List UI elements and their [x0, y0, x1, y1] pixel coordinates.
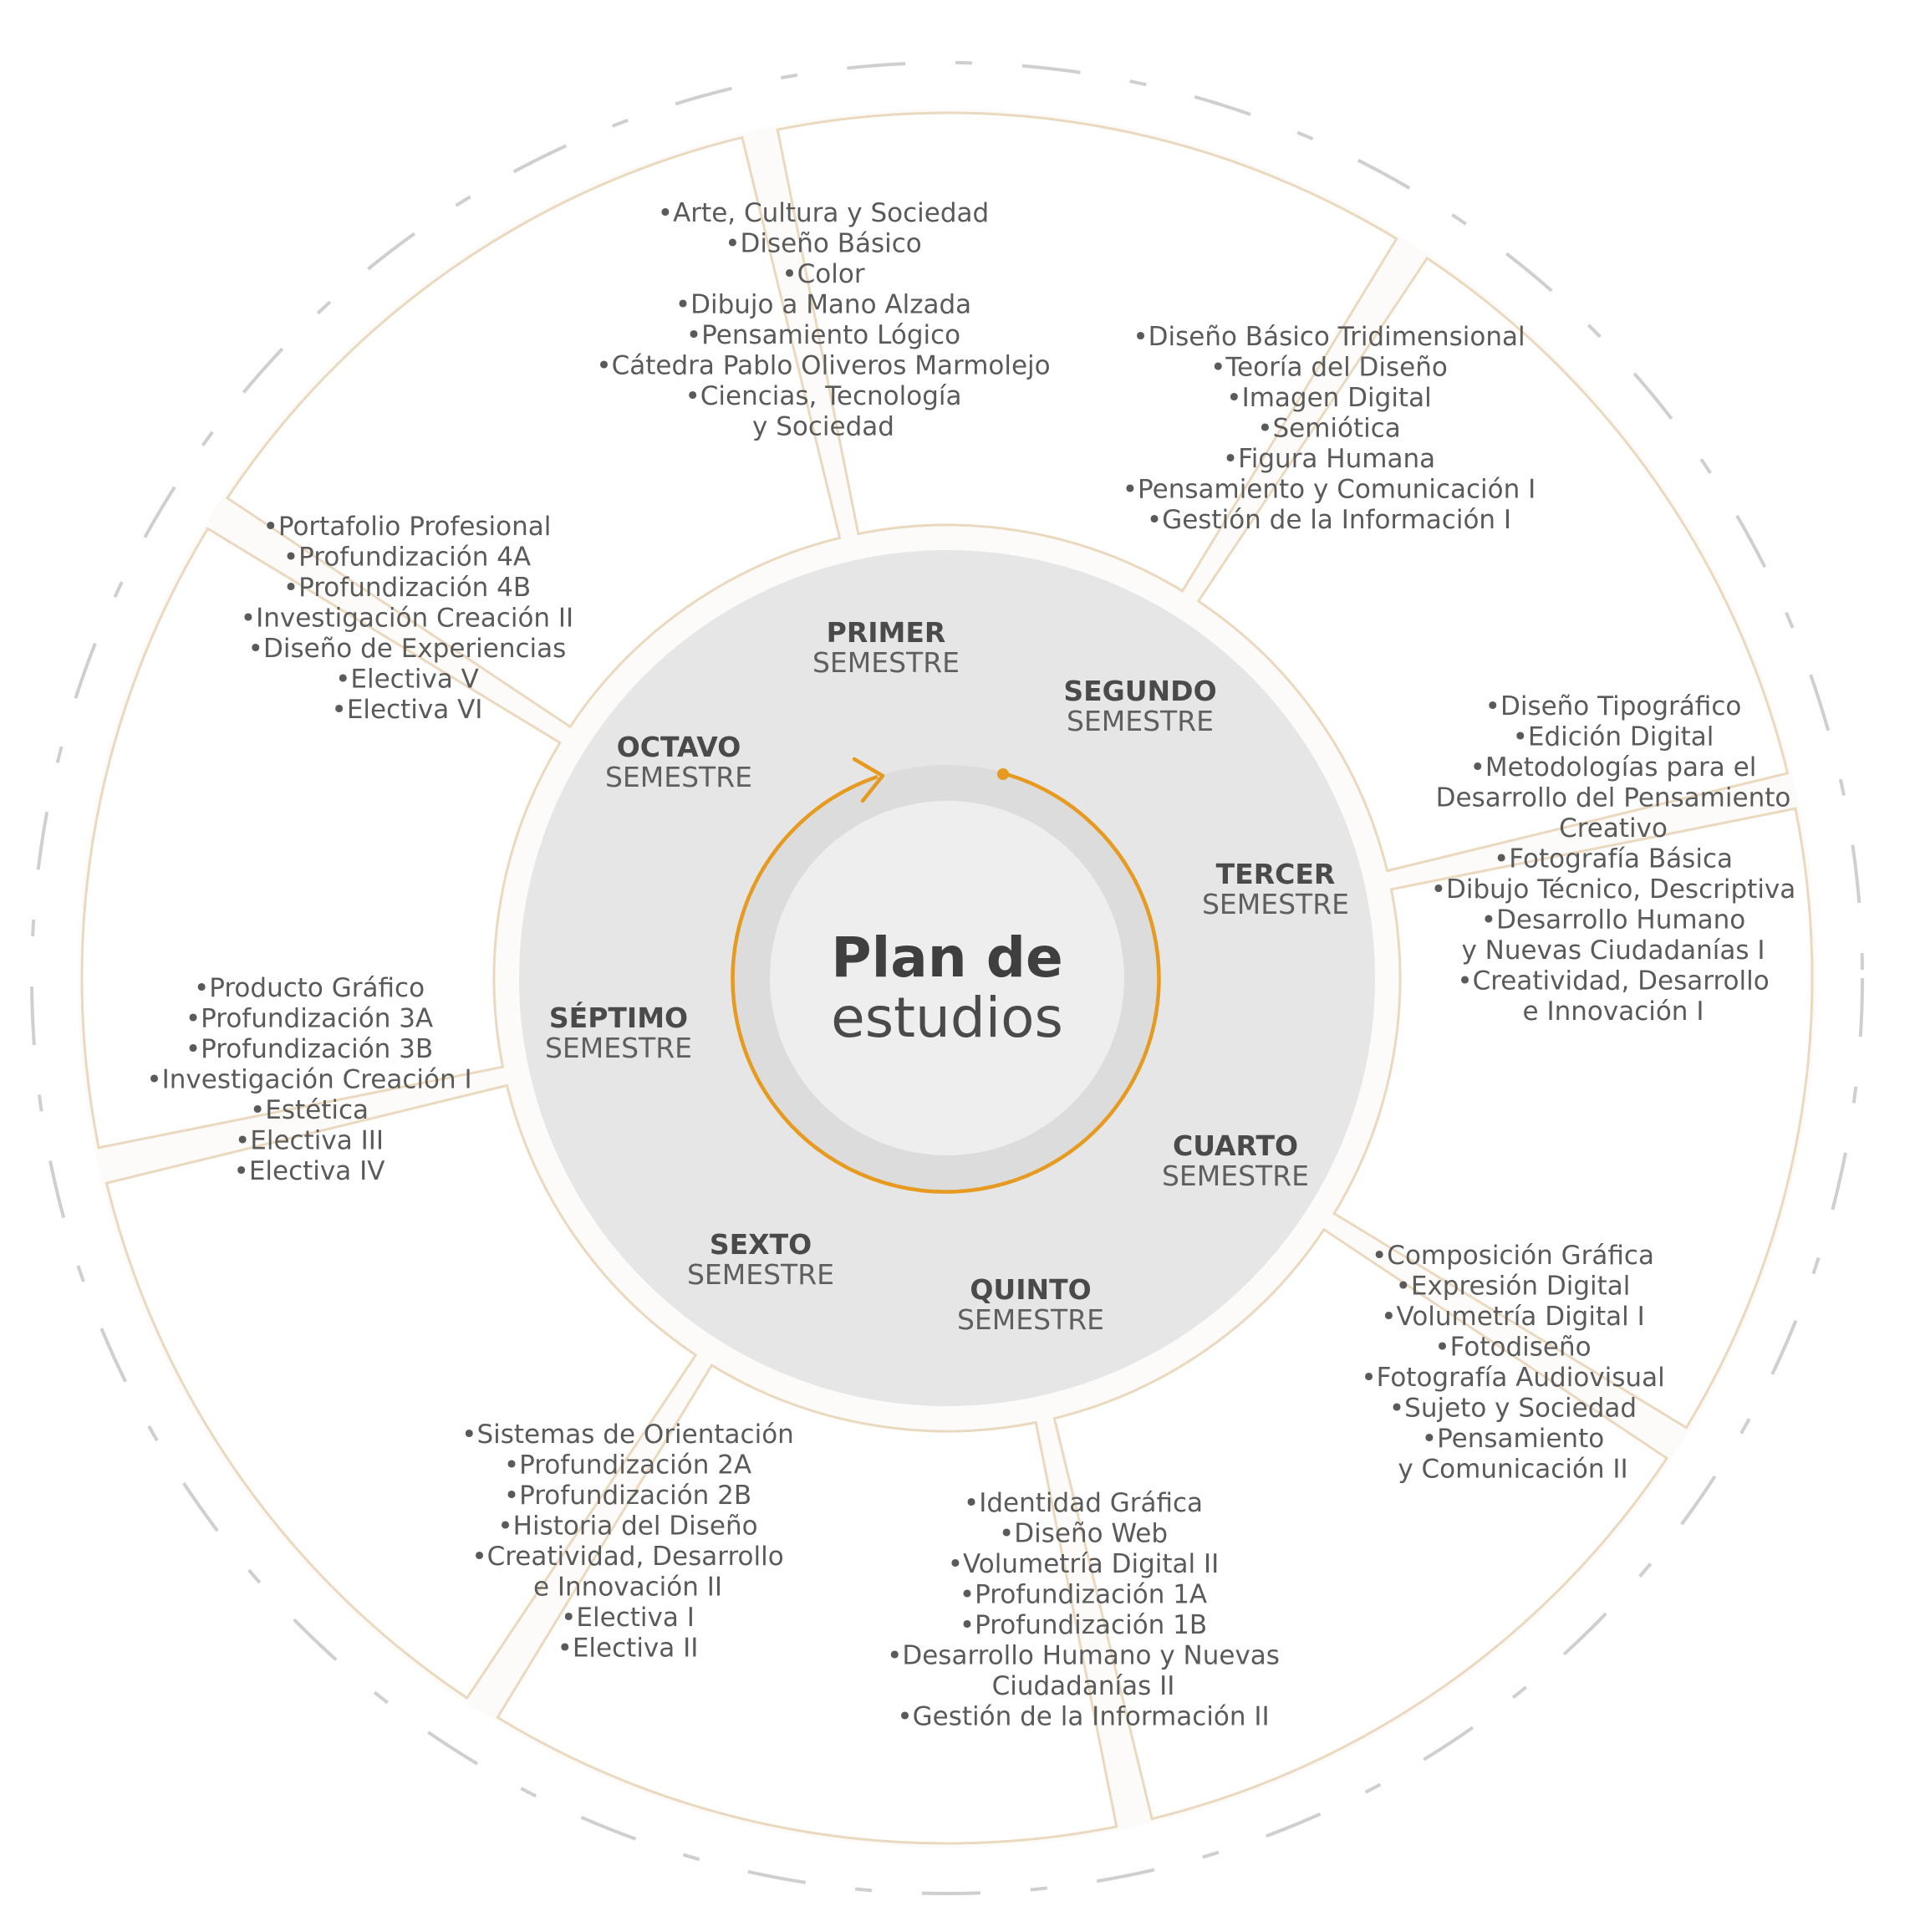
course-item: •Desarrollo Humano — [1481, 905, 1745, 935]
center-title-line1: Plan de — [831, 925, 1063, 990]
course-item: •Investigación Creación I — [146, 1065, 471, 1095]
course-item: y Nuevas Ciudadanías I — [1461, 935, 1765, 966]
semester-sublabel-8: SEMESTRE — [605, 761, 752, 793]
course-item: •Diseño Básico — [725, 229, 922, 259]
course-item: •Profundización 4B — [283, 573, 531, 603]
course-item: •Profundización 1B — [960, 1610, 1207, 1640]
course-item: •Metodologías para el — [1470, 752, 1757, 782]
course-lists: •Arte, Cultura y Sociedad•Diseño Básico•… — [146, 198, 1795, 1732]
course-item: •Composición Gráfica — [1372, 1241, 1654, 1271]
course-item: •Pensamiento y Comunicación I — [1123, 475, 1536, 505]
course-item: •Volumetría Digital II — [948, 1549, 1220, 1579]
course-item: •Electiva IV — [234, 1156, 385, 1186]
semester-labels: PRIMERSEMESTRESEGUNDOSEMESTRETERCERSEMES… — [545, 616, 1349, 1336]
course-item: •Electiva V — [335, 665, 479, 695]
course-item: •Profundización 3B — [186, 1034, 433, 1064]
course-item: •Creatividad, Desarrollo — [471, 1542, 783, 1572]
course-item: •Electiva VI — [332, 695, 483, 725]
semester-panel-6 — [104, 1083, 698, 1700]
course-item: •Diseño Web — [999, 1519, 1168, 1549]
course-item: •Pensamiento — [1422, 1424, 1604, 1454]
semester-sublabel-2: SEMESTRE — [1067, 705, 1214, 737]
semester-label-2: SEGUNDO — [1063, 675, 1216, 707]
course-item: •Pensamiento Lógico — [686, 320, 960, 350]
course-item: •Dibujo Técnico, Descriptiva — [1431, 874, 1796, 905]
course-item: •Semiótica — [1257, 414, 1401, 444]
semester-label-5: QUINTO — [970, 1273, 1091, 1306]
center-title-line2: estudios — [831, 986, 1063, 1050]
semester-panels — [80, 111, 1814, 1845]
outer-dashed-ring — [30, 61, 1864, 1895]
course-item: •Fotografía Audiovisual — [1361, 1363, 1664, 1393]
semester-label-6: SEXTO — [710, 1228, 812, 1261]
semester-sublabel-4: SEMESTRE — [1162, 1160, 1309, 1192]
course-item: •Electiva I — [561, 1603, 695, 1633]
course-item: •Edición Digital — [1513, 722, 1714, 752]
course-item: •Arte, Cultura y Sociedad — [658, 198, 989, 228]
course-item: •Volumetría Digital I — [1381, 1302, 1644, 1332]
course-item: •Estética — [250, 1095, 369, 1125]
semester-sublabel-3: SEMESTRE — [1202, 888, 1349, 920]
course-item: Ciudadanías II — [992, 1671, 1175, 1701]
course-item: •Profundización 3A — [186, 1004, 433, 1034]
course-item: •Gestión de la Información I — [1147, 505, 1511, 535]
course-item: •Diseño Tipográfico — [1485, 691, 1742, 721]
course-item: •Profundización 1A — [960, 1580, 1207, 1610]
course-item: y Comunicación II — [1398, 1455, 1627, 1485]
semester-sublabel-5: SEMESTRE — [957, 1303, 1104, 1336]
semester-label-7: SÉPTIMO — [549, 1001, 688, 1034]
course-item: •Creatividad, Desarrollo — [1457, 966, 1769, 997]
course-item: y Sociedad — [752, 412, 894, 442]
semester-sublabel-1: SEMESTRE — [812, 646, 960, 679]
semester-panel-1 — [776, 111, 1398, 593]
course-item: •Producto Gráfico — [194, 973, 425, 1003]
semester-sublabel-6: SEMESTRE — [687, 1258, 834, 1291]
course-item: e Innovación II — [533, 1573, 722, 1603]
cycle-arrow — [731, 771, 1161, 1194]
semester-panel-4 — [1052, 1227, 1669, 1821]
course-item: •Identidad Gráfica — [964, 1488, 1203, 1518]
semester-panel-3 — [1332, 807, 1814, 1430]
semester-label-8: OCTAVO — [617, 731, 741, 763]
course-item: •Electiva III — [235, 1126, 384, 1156]
course-item: Desarrollo del Pensamiento — [1436, 783, 1791, 813]
course-item: •Ciencias, Tecnología — [685, 381, 961, 411]
course-item: •Teoría del Diseño — [1210, 353, 1448, 383]
course-item: •Expresión Digital — [1396, 1272, 1631, 1302]
semester-panel-8 — [225, 135, 842, 729]
course-item: •Sujeto y Sociedad — [1389, 1394, 1637, 1424]
semester-label-1: PRIMER — [827, 616, 946, 649]
course-item: •Sistemas de Orientación — [461, 1420, 794, 1450]
course-item: •Electiva II — [558, 1634, 699, 1664]
course-item: •Color — [782, 259, 864, 289]
course-item: •Cátedra Pablo Oliveros Marmolejo — [596, 351, 1050, 381]
course-item: •Fotografía Básica — [1494, 844, 1733, 874]
semester-label-4: CUARTO — [1173, 1129, 1298, 1162]
cycle-arrow-head-icon — [852, 757, 885, 803]
course-item: e Innovación I — [1523, 997, 1704, 1027]
cycle-arrow-start-dot — [997, 768, 1009, 780]
course-item: •Diseño Básico Tridimensional — [1133, 322, 1525, 352]
course-item: •Desarrollo Humano y Nuevas — [887, 1641, 1280, 1671]
course-item: •Diseño de Experiencias — [248, 634, 567, 664]
course-item: •Profundización 2B — [504, 1481, 751, 1511]
semester-panel-2 — [1196, 256, 1790, 873]
semester-label-3: TERCER — [1216, 858, 1336, 890]
course-item: •Investigación Creación II — [241, 604, 573, 634]
course-item: •Imagen Digital — [1226, 383, 1431, 413]
course-item: •Gestión de la Información II — [897, 1702, 1269, 1732]
semester-panel-5 — [496, 1364, 1118, 1845]
course-item: •Portafolio Profesional — [263, 512, 552, 542]
course-item: •Profundización 2A — [504, 1450, 751, 1481]
course-item: •Profundización 4A — [283, 543, 531, 573]
center-disc — [770, 801, 1124, 1155]
semester-panel-7 — [80, 527, 562, 1150]
course-item: •Historia del Diseño — [497, 1511, 757, 1542]
semester-sublabel-7: SEMESTRE — [545, 1032, 692, 1064]
course-item: Creativo — [1559, 813, 1668, 844]
course-item: •Dibujo a Mano Alzada — [675, 290, 971, 320]
course-item: •Figura Humana — [1223, 444, 1435, 474]
course-item: •Fotodiseño — [1434, 1333, 1591, 1363]
